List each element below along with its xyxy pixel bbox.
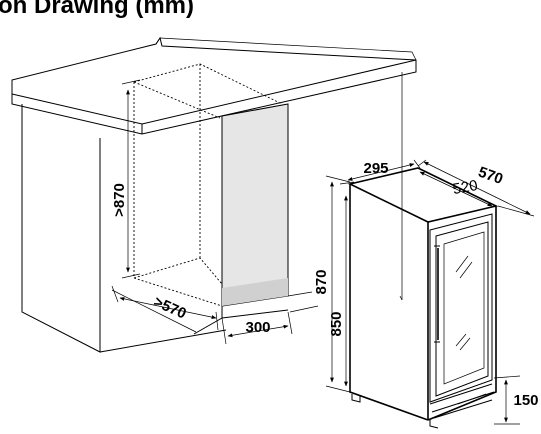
wine-cooler xyxy=(325,159,535,429)
unit-depth-body-label: 520 xyxy=(451,177,479,198)
unit-width-label: 295 xyxy=(363,160,388,177)
kitchen-cabinet xyxy=(11,36,417,353)
cabinet-height-label: >870 xyxy=(111,183,128,217)
unit-depth-total-label: 570 xyxy=(476,164,505,189)
unit-height-total-label: 870 xyxy=(313,269,330,294)
unit-height-body-label: 850 xyxy=(328,311,345,336)
plinth-height-label: 150 xyxy=(513,392,538,409)
side-gap-label: 300 xyxy=(245,319,270,336)
cabinet-depth-label: >570 xyxy=(151,293,189,322)
drawing-title: on Drawing (mm) xyxy=(0,0,194,19)
